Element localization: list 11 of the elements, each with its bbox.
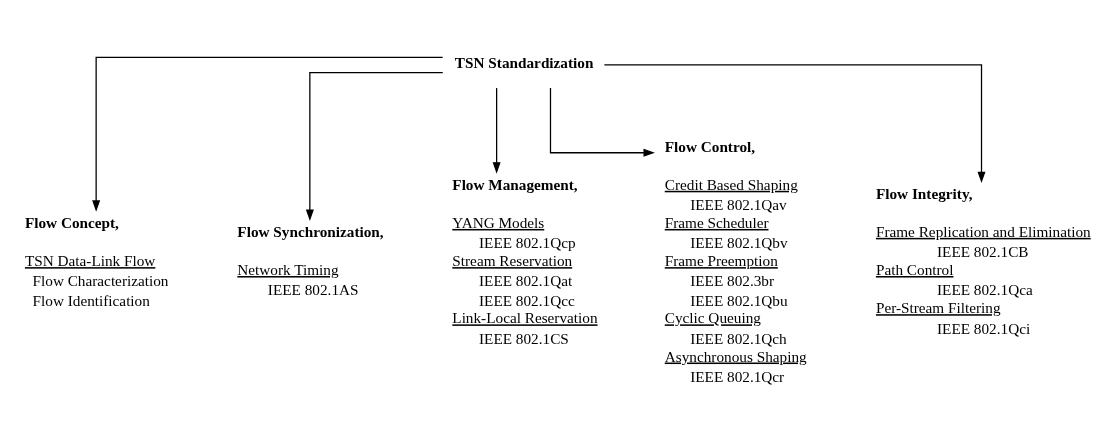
node-text: Flow Management, YANG Models IEEE 802.1Qcp Stream Reservation IEEE 802.1Qat IEEE 802.1Qcc Link-Local Reservation IEEE 802.1CS [452,175,598,347]
arrow [549,86,655,157]
node-text: TSN Standardization [454,53,594,71]
node-text: Flow Control, Credit Based Shaping IEEE 802.1Qav Frame Scheduler IEEE 802.1Qbv Frame Preemption IEEE 802.3br IEEE 802.1Qbu Cyclic Queuing IEEE 802.1Qch Asynchronous Shaping IEEE 802.1Qcr [664,137,807,385]
node-text: Flow Synchronization, Network Timing IEEE 802.1AS [237,222,384,298]
node-text: Flow Concept, TSN Data-Link Flow Flow Characterization Flow Identification [24,213,169,309]
arrow [492,86,501,174]
arrow [92,56,444,212]
arrow [305,71,444,221]
node-text: Flow Integrity, Frame Replication and Elimination IEEE 802.1CB Path Control IEEE 802.1Qca Per-Stream Filtering IEEE 802.1Qci [875,184,1091,337]
arrow [603,63,986,183]
